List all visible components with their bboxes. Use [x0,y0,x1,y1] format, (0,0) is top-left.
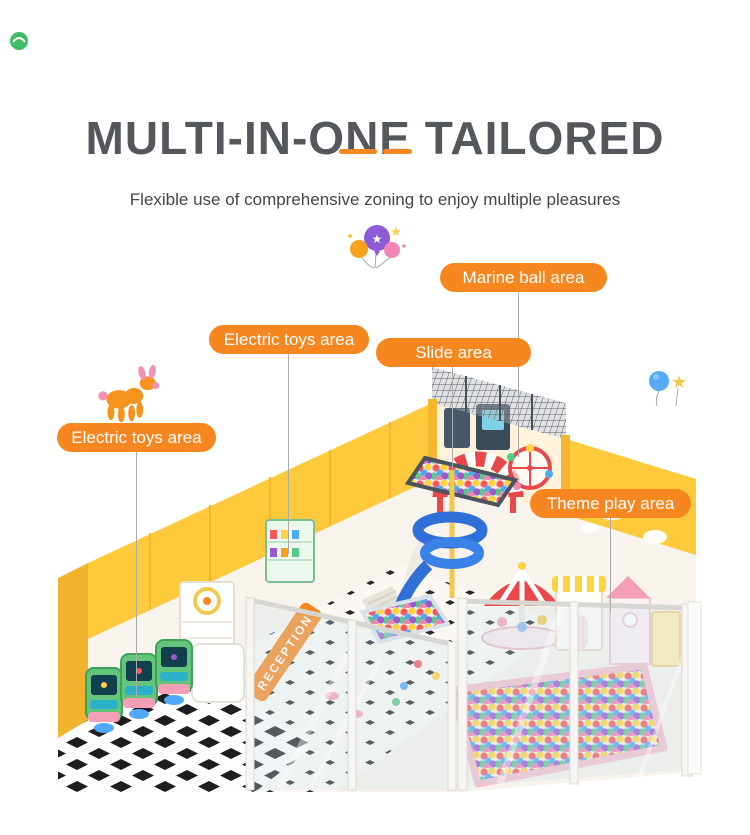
leader-line-slide [452,366,453,468]
corner-logo-icon [10,32,28,50]
svg-text:★: ★ [671,372,687,393]
left-end-wall [58,563,88,738]
area-label-electric-toys-left: Electric toys area [57,423,216,452]
leader-line-theme-play [610,517,611,613]
area-label-marine-ball: Marine ball area [440,263,607,292]
reception-counter [191,643,245,703]
back-wall [88,403,432,639]
ball-pit [448,662,668,788]
logo-cabinet [179,581,235,655]
leader-line-electric-toys-top [288,353,289,554]
area-label-slide: Slide area [376,338,531,367]
glass-fence-right [457,597,702,791]
theme-play-houses [552,576,681,667]
vending-shelf [265,519,315,583]
area-label-electric-toys-top: Electric toys area [209,325,369,354]
arcade-machine [85,667,123,733]
mini-ferris-wheel [507,444,553,490]
balloon-pair-icon: ★ [649,371,687,407]
carousel [481,562,563,650]
divider-dash-long [338,149,377,154]
playground-structure: RECEPTION [58,367,702,792]
spiral-slide [388,470,488,618]
page-title: MULTI-IN-ONE TAILORED [85,111,665,164]
svg-text:★: ★ [372,232,383,246]
divider-dash-short [382,149,412,154]
kid-stool [325,692,339,700]
arcade-machine [120,653,158,719]
balloon-cluster-icon: ★ ★ [348,225,406,269]
arcade-machine [155,639,193,705]
leader-line-marine-ball [518,292,519,457]
safety-net [432,367,566,439]
glass-fence-left [245,596,457,791]
marine-ball-pool [404,455,519,508]
balloon-dog-icon [98,364,160,423]
leader-line-electric-toys-left [136,451,137,697]
title-divider [0,149,750,154]
page-subtitle: Flexible use of comprehensive zoning to … [129,190,621,209]
area-label-theme-play: Theme play area [530,489,691,518]
svg-text:★: ★ [390,225,402,240]
